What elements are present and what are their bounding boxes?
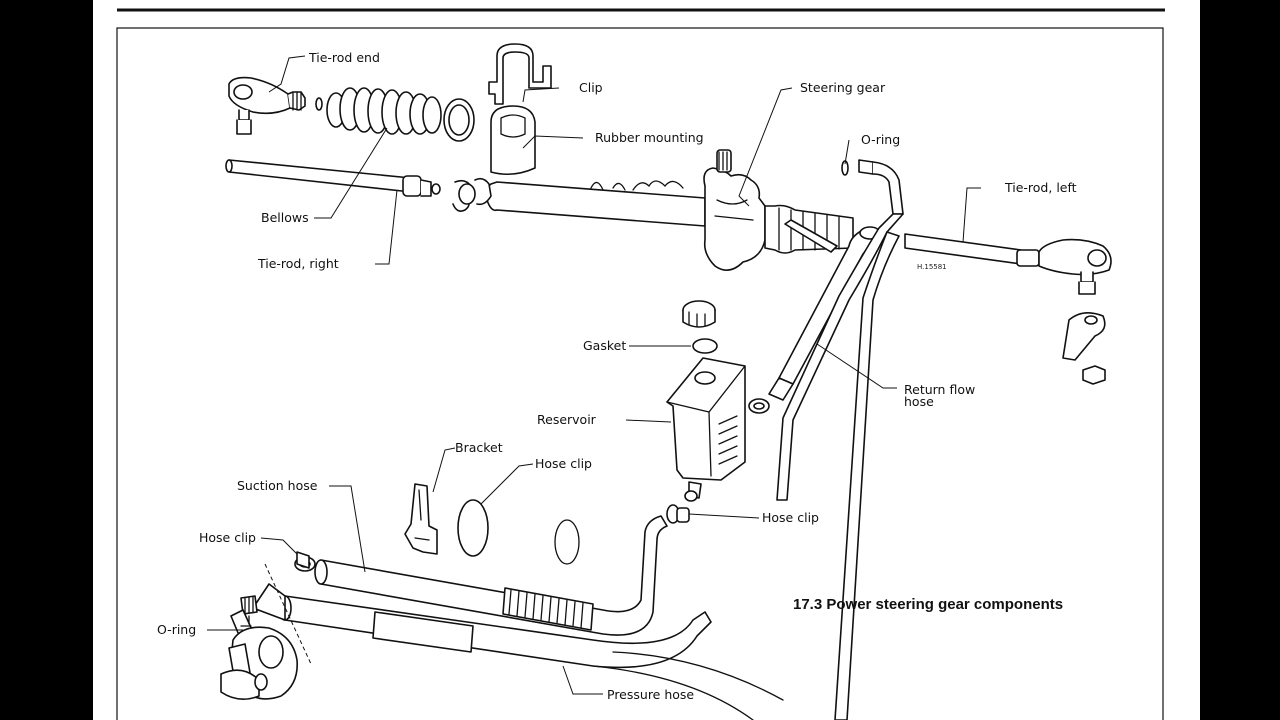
clip-part bbox=[488, 43, 552, 105]
tie-rod-left-part bbox=[904, 233, 1112, 385]
label-pressure-hose: Pressure hose bbox=[607, 687, 694, 702]
label-gasket: Gasket bbox=[583, 338, 626, 353]
bracket-part bbox=[404, 483, 438, 555]
leader-lines bbox=[207, 55, 981, 695]
manual-page: H.15581 bbox=[93, 0, 1200, 720]
hose-clip-middle-part bbox=[554, 519, 580, 565]
label-o-ring-top: O-ring bbox=[861, 132, 900, 147]
hose-clip-upper-part bbox=[457, 499, 489, 557]
power-steering-diagram: H.15581 bbox=[116, 8, 1165, 720]
label-bracket: Bracket bbox=[455, 440, 503, 455]
label-reservoir: Reservoir bbox=[537, 412, 597, 427]
steering-gear-part bbox=[452, 149, 766, 271]
label-hose-clip-upper: Hose clip bbox=[535, 456, 592, 471]
suction-hose-part bbox=[314, 515, 668, 636]
reservoir-part bbox=[666, 357, 746, 502]
tie-rod-end-right-part bbox=[228, 76, 306, 135]
label-tie-rod-end: Tie-rod end bbox=[308, 50, 380, 65]
label-hose-clip-right: Hose clip bbox=[762, 510, 819, 525]
reference-code-text: H.15581 bbox=[917, 263, 947, 271]
small-ring-part bbox=[315, 97, 323, 111]
reservoir-cap-part bbox=[682, 300, 716, 328]
label-hose-clip-left: Hose clip bbox=[199, 530, 256, 545]
label-tie-rod-right: Tie-rod, right bbox=[257, 256, 339, 271]
rubber-mounting-part bbox=[490, 105, 536, 176]
figure-caption: 17.3 Power steering gear components bbox=[793, 596, 1063, 613]
gear-bellows-left-part bbox=[764, 204, 854, 254]
label-tie-rod-left: Tie-rod, left bbox=[1004, 180, 1077, 195]
tie-rod-right-part bbox=[225, 159, 441, 197]
label-rubber-mounting: Rubber mounting bbox=[595, 130, 704, 145]
label-return-flow-hose-line2: hose bbox=[904, 394, 934, 409]
bellows-clamp-ring-part bbox=[443, 98, 475, 142]
label-clip: Clip bbox=[579, 80, 603, 95]
return-flow-hose-part bbox=[748, 213, 904, 720]
label-steering-gear: Steering gear bbox=[800, 80, 886, 95]
upper-pipe-part bbox=[841, 159, 904, 215]
gasket-part bbox=[692, 338, 718, 354]
label-suction-hose: Suction hose bbox=[237, 478, 318, 493]
label-o-ring-bottom: O-ring bbox=[157, 622, 196, 637]
hose-clip-right-part bbox=[666, 504, 690, 524]
pump-fitting-part bbox=[220, 563, 312, 700]
figure-frame bbox=[116, 27, 1164, 720]
label-bellows: Bellows bbox=[261, 210, 309, 225]
hose-clip-left-part bbox=[294, 551, 316, 572]
bellows-part bbox=[326, 87, 442, 135]
label-return-flow-hose-line1: Return flow bbox=[904, 382, 975, 397]
